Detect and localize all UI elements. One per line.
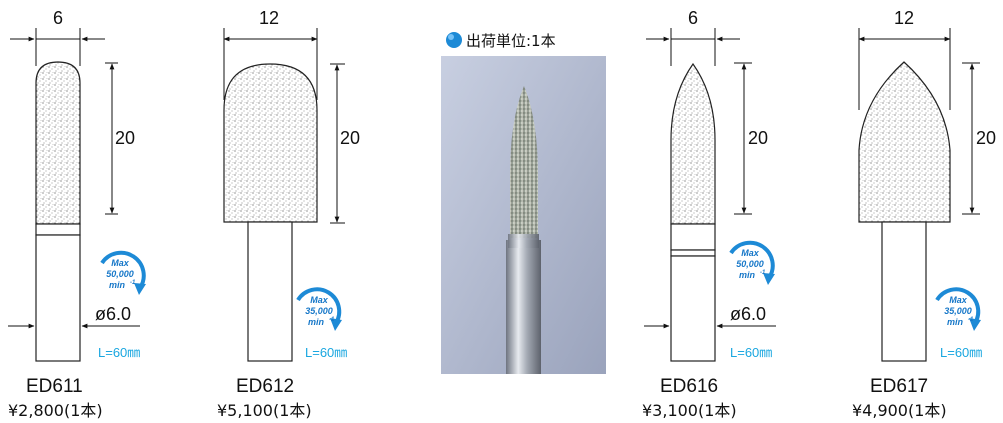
shank — [881, 221, 927, 362]
product-ed616: 6 20 ø6.0 L=60㎜ Max 50,000 min -1 ED616 … — [642, 8, 776, 420]
svg-text:-1: -1 — [329, 317, 335, 323]
svg-text:-1: -1 — [968, 317, 974, 323]
rotation-icon: Max 50,000 min -1 — [729, 240, 775, 285]
product-ed617: 12 20 L=60㎜ Max 35,000 min -1 ED617 ¥4,9… — [852, 8, 996, 420]
product-code: ED612 — [236, 376, 294, 397]
svg-text:-1: -1 — [760, 270, 766, 276]
product-price: ¥2,800(1本) — [8, 401, 103, 420]
width-label: 6 — [53, 8, 63, 28]
total-length: L=60㎜ — [305, 345, 347, 360]
shipping-unit: 出荷単位:1本 — [466, 32, 556, 50]
product-price: ¥5,100(1本) — [217, 401, 312, 420]
product-code: ED617 — [870, 376, 928, 397]
shank — [35, 234, 81, 362]
product-code: ED611 — [26, 376, 83, 397]
svg-text:Max: Max — [741, 248, 760, 258]
svg-text:Max: Max — [111, 258, 130, 268]
product-photo-panel: 出荷単位:1本 — [441, 32, 606, 374]
rpm-value: 50,000 — [106, 269, 134, 279]
grinding-head — [223, 63, 318, 223]
rotation-icon: Max 35,000 min -1 — [935, 287, 981, 331]
product-ed612: 12 20 L=60㎜ Max 35,000 min -1 ED612 ¥5,1… — [217, 8, 360, 420]
shank — [670, 255, 716, 362]
length-label: 20 — [976, 128, 996, 148]
total-length: L=60㎜ — [940, 345, 982, 360]
svg-text:min: min — [739, 270, 756, 280]
svg-text:Max: Max — [310, 295, 329, 305]
total-length: L=60㎜ — [730, 345, 772, 360]
svg-text:min: min — [109, 280, 126, 290]
rpm-value: 35,000 — [305, 306, 333, 316]
shank — [247, 221, 293, 362]
grinding-head — [35, 61, 81, 225]
total-length: L=60㎜ — [98, 345, 140, 360]
length-label: 20 — [748, 128, 768, 148]
rpm-value: 50,000 — [736, 259, 764, 269]
shank-diameter: ø6.0 — [730, 304, 766, 324]
bullet-icon — [446, 32, 462, 48]
length-label: 20 — [340, 128, 360, 148]
shank-diameter: ø6.0 — [95, 304, 131, 324]
grinding-head — [858, 61, 951, 223]
svg-text:-1: -1 — [130, 280, 136, 286]
product-code: ED616 — [660, 376, 718, 397]
product-price: ¥3,100(1本) — [642, 401, 737, 420]
rotation-icon: Max 35,000 min -1 — [296, 287, 342, 331]
rotation-icon: Max 50,000 min -1 — [100, 250, 146, 295]
rpm-value: 35,000 — [944, 306, 972, 316]
width-label: 12 — [259, 8, 279, 28]
product-price: ¥4,900(1本) — [852, 401, 947, 420]
width-label: 6 — [688, 8, 698, 28]
svg-text:min: min — [947, 317, 964, 327]
width-label: 12 — [894, 8, 914, 28]
length-label: 20 — [115, 128, 135, 148]
product-ed611: 6 20 ø6.0 L=60㎜ Max 50,000 min -1 ED611 … — [8, 8, 146, 420]
svg-text:Max: Max — [949, 295, 968, 305]
grinding-head — [670, 62, 716, 225]
svg-text:min: min — [308, 317, 325, 327]
